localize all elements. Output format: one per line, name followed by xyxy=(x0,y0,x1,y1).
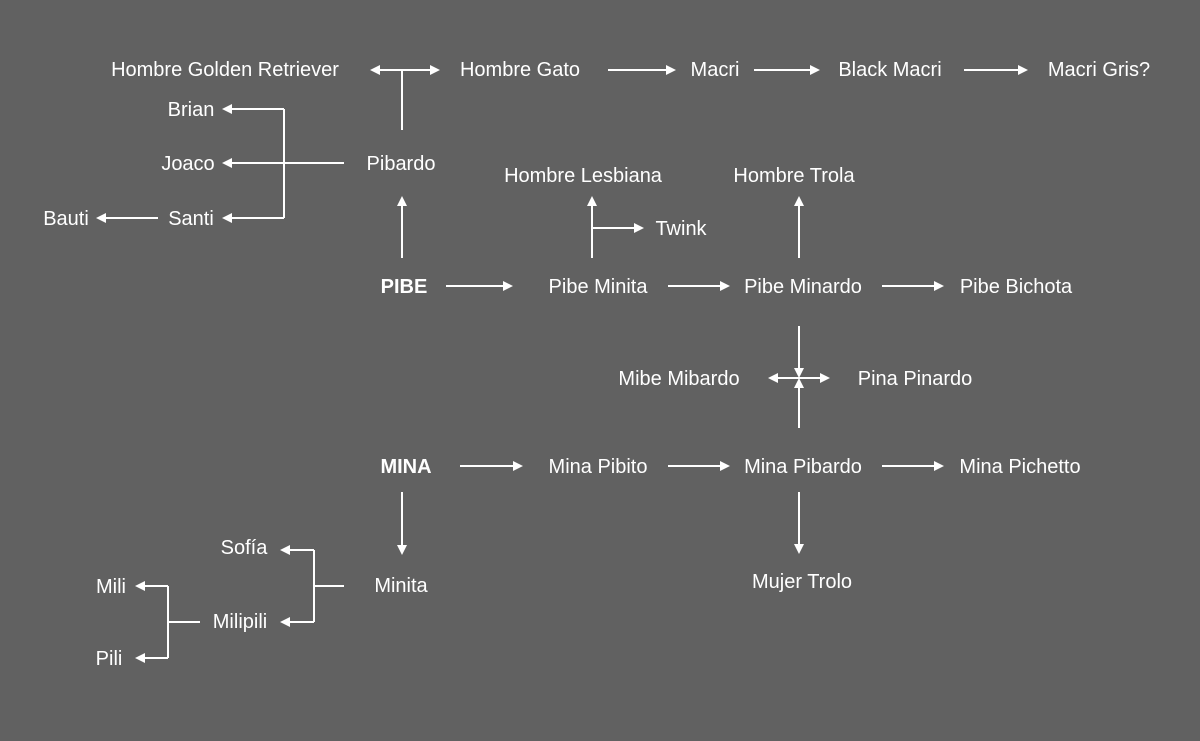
node-hombre-golden-retriever: Hombre Golden Retriever xyxy=(111,59,339,81)
edge-black-macri-macri-gris xyxy=(964,65,1028,75)
edge-pibe-minita-twink xyxy=(592,223,644,233)
node-hombre-lesbiana: Hombre Lesbiana xyxy=(504,165,663,187)
edge-mina-minita xyxy=(397,492,407,555)
node-milipili: Milipili xyxy=(213,611,267,633)
node-mibe-mibardo: Mibe Mibardo xyxy=(618,368,739,390)
node-santi: Santi xyxy=(168,208,214,230)
node-joaco: Joaco xyxy=(161,153,214,175)
node-pibe-minita: Pibe Minita xyxy=(549,276,649,298)
edge-macri-black-macri xyxy=(754,65,820,75)
node-brian: Brian xyxy=(168,99,215,121)
edge-pibe-minardo-pibe-bichota xyxy=(882,281,944,291)
node-twink: Twink xyxy=(655,218,707,240)
node-pibe-bichota: Pibe Bichota xyxy=(960,276,1073,298)
node-mina: MINA xyxy=(380,456,431,478)
edge-mina-pibito-mina-pibardo xyxy=(668,461,730,471)
edge-mina-pibardo-mujer-trolo xyxy=(794,492,804,554)
node-mina-pibito: Mina Pibito xyxy=(549,456,648,478)
edge-pibe-pibardo xyxy=(397,196,407,258)
edge-golden-retriever-hombre-gato xyxy=(370,65,440,75)
node-minita: Minita xyxy=(374,575,428,597)
node-macri-gris: Macri Gris? xyxy=(1048,59,1150,81)
node-mili: Mili xyxy=(96,576,126,598)
node-mina-pibardo: Mina Pibardo xyxy=(744,456,862,478)
node-macri: Macri xyxy=(691,59,740,81)
edge-cross-junction xyxy=(768,326,830,428)
node-hombre-trola: Hombre Trola xyxy=(733,165,855,187)
edge-santi-bauti xyxy=(96,213,158,223)
node-bauti: Bauti xyxy=(43,208,89,230)
edge-milipili-children xyxy=(135,581,200,663)
edge-pibe-minita-hombre-lesbiana xyxy=(587,196,597,258)
edge-minita-children xyxy=(280,545,344,627)
edge-pibe-pibe-minita xyxy=(446,281,513,291)
node-mujer-trolo: Mujer Trolo xyxy=(752,571,852,593)
node-hombre-gato: Hombre Gato xyxy=(460,59,580,81)
edge-pibe-minita-pibe-minardo xyxy=(668,281,730,291)
edge-pibardo-children xyxy=(222,104,344,223)
node-pibardo: Pibardo xyxy=(367,153,436,175)
edge-mina-pibardo-mina-pichetto xyxy=(882,461,944,471)
node-pina-pinardo: Pina Pinardo xyxy=(858,368,973,390)
edge-pibe-minardo-hombre-trola xyxy=(794,196,804,258)
node-pibe: PIBE xyxy=(381,276,428,298)
node-black-macri: Black Macri xyxy=(838,59,941,81)
node-pili: Pili xyxy=(96,648,123,670)
node-mina-pichetto: Mina Pichetto xyxy=(959,456,1080,478)
edge-mina-mina-pibito xyxy=(460,461,523,471)
node-sofia: Sofía xyxy=(221,537,269,559)
node-pibe-minardo: Pibe Minardo xyxy=(744,276,862,298)
edge-hombre-gato-macri xyxy=(608,65,676,75)
